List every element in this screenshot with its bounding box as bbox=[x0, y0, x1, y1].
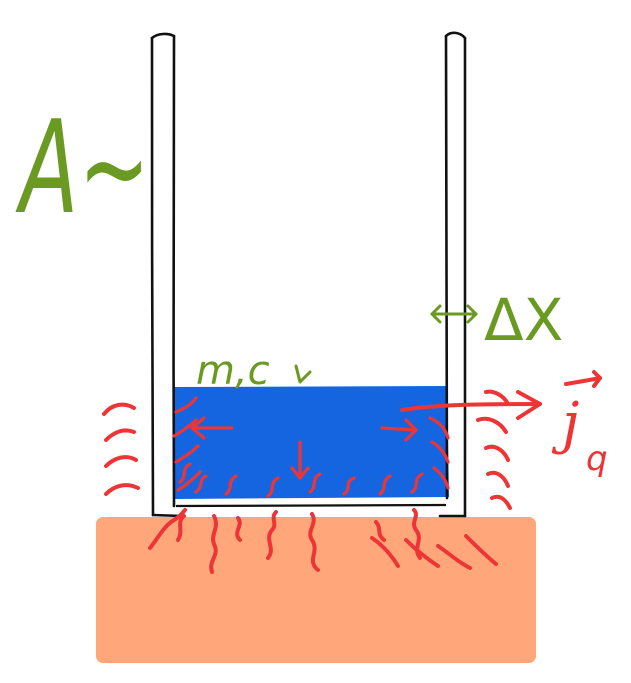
flux-subscript: q bbox=[586, 439, 608, 479]
flux-symbol: j bbox=[551, 391, 579, 456]
heat-squiggles-right-wall bbox=[428, 416, 450, 490]
heat-loss-squiggles-right bbox=[476, 389, 512, 510]
heat-loss-squiggles-left bbox=[102, 402, 140, 496]
heater-block bbox=[96, 517, 536, 663]
mass-heat-pointer bbox=[294, 364, 312, 384]
mass-heat-capacity-label: m,c bbox=[196, 348, 270, 394]
right-arrow-icon bbox=[400, 390, 542, 420]
flux-vector-bar-head bbox=[592, 370, 602, 388]
area-label: A~ bbox=[15, 94, 150, 243]
heat-squiggles-left-wall bbox=[172, 396, 202, 492]
thickness-label: ΔX bbox=[484, 286, 563, 354]
flux-label bbox=[564, 370, 602, 388]
left-container-wall bbox=[150, 32, 184, 518]
double-headed-arrow-icon bbox=[430, 304, 478, 324]
heat-squiggles-bottom bbox=[148, 508, 498, 574]
container-floor bbox=[175, 503, 447, 508]
internal-flow-arrows bbox=[190, 416, 418, 480]
liquid-body bbox=[173, 385, 450, 500]
heat-squiggles-liquid-bottom bbox=[178, 462, 424, 498]
